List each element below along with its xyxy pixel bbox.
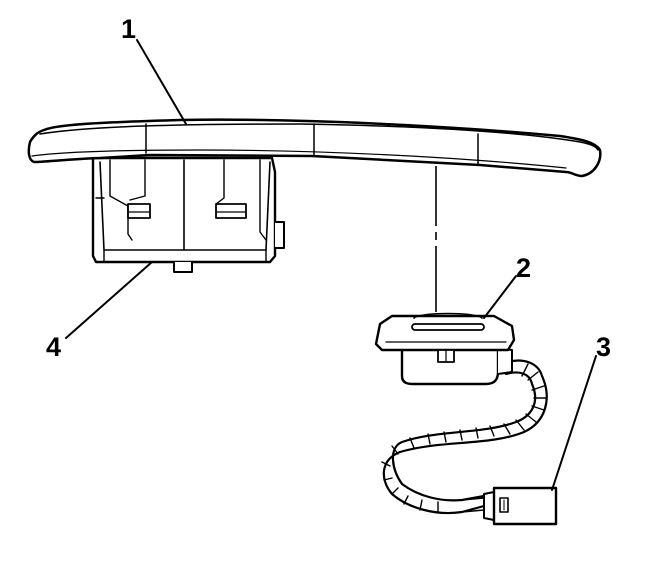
- leader-line-4: [65, 261, 153, 339]
- switch-housing-body: [91, 156, 285, 273]
- wire-harness: [381, 359, 548, 515]
- callout-3: 3: [596, 332, 611, 362]
- bezel-trim-plate: [27, 118, 602, 178]
- callout-4: 4: [46, 332, 61, 362]
- socket-connector: [374, 312, 516, 386]
- leader-lines: [65, 39, 597, 491]
- callout-1: 1: [121, 14, 136, 44]
- leader-line-1: [136, 39, 187, 125]
- callout-2: 2: [516, 253, 531, 283]
- leader-line-3: [551, 355, 597, 491]
- leader-line-2: [483, 275, 517, 319]
- harness-end-connector: [483, 486, 558, 526]
